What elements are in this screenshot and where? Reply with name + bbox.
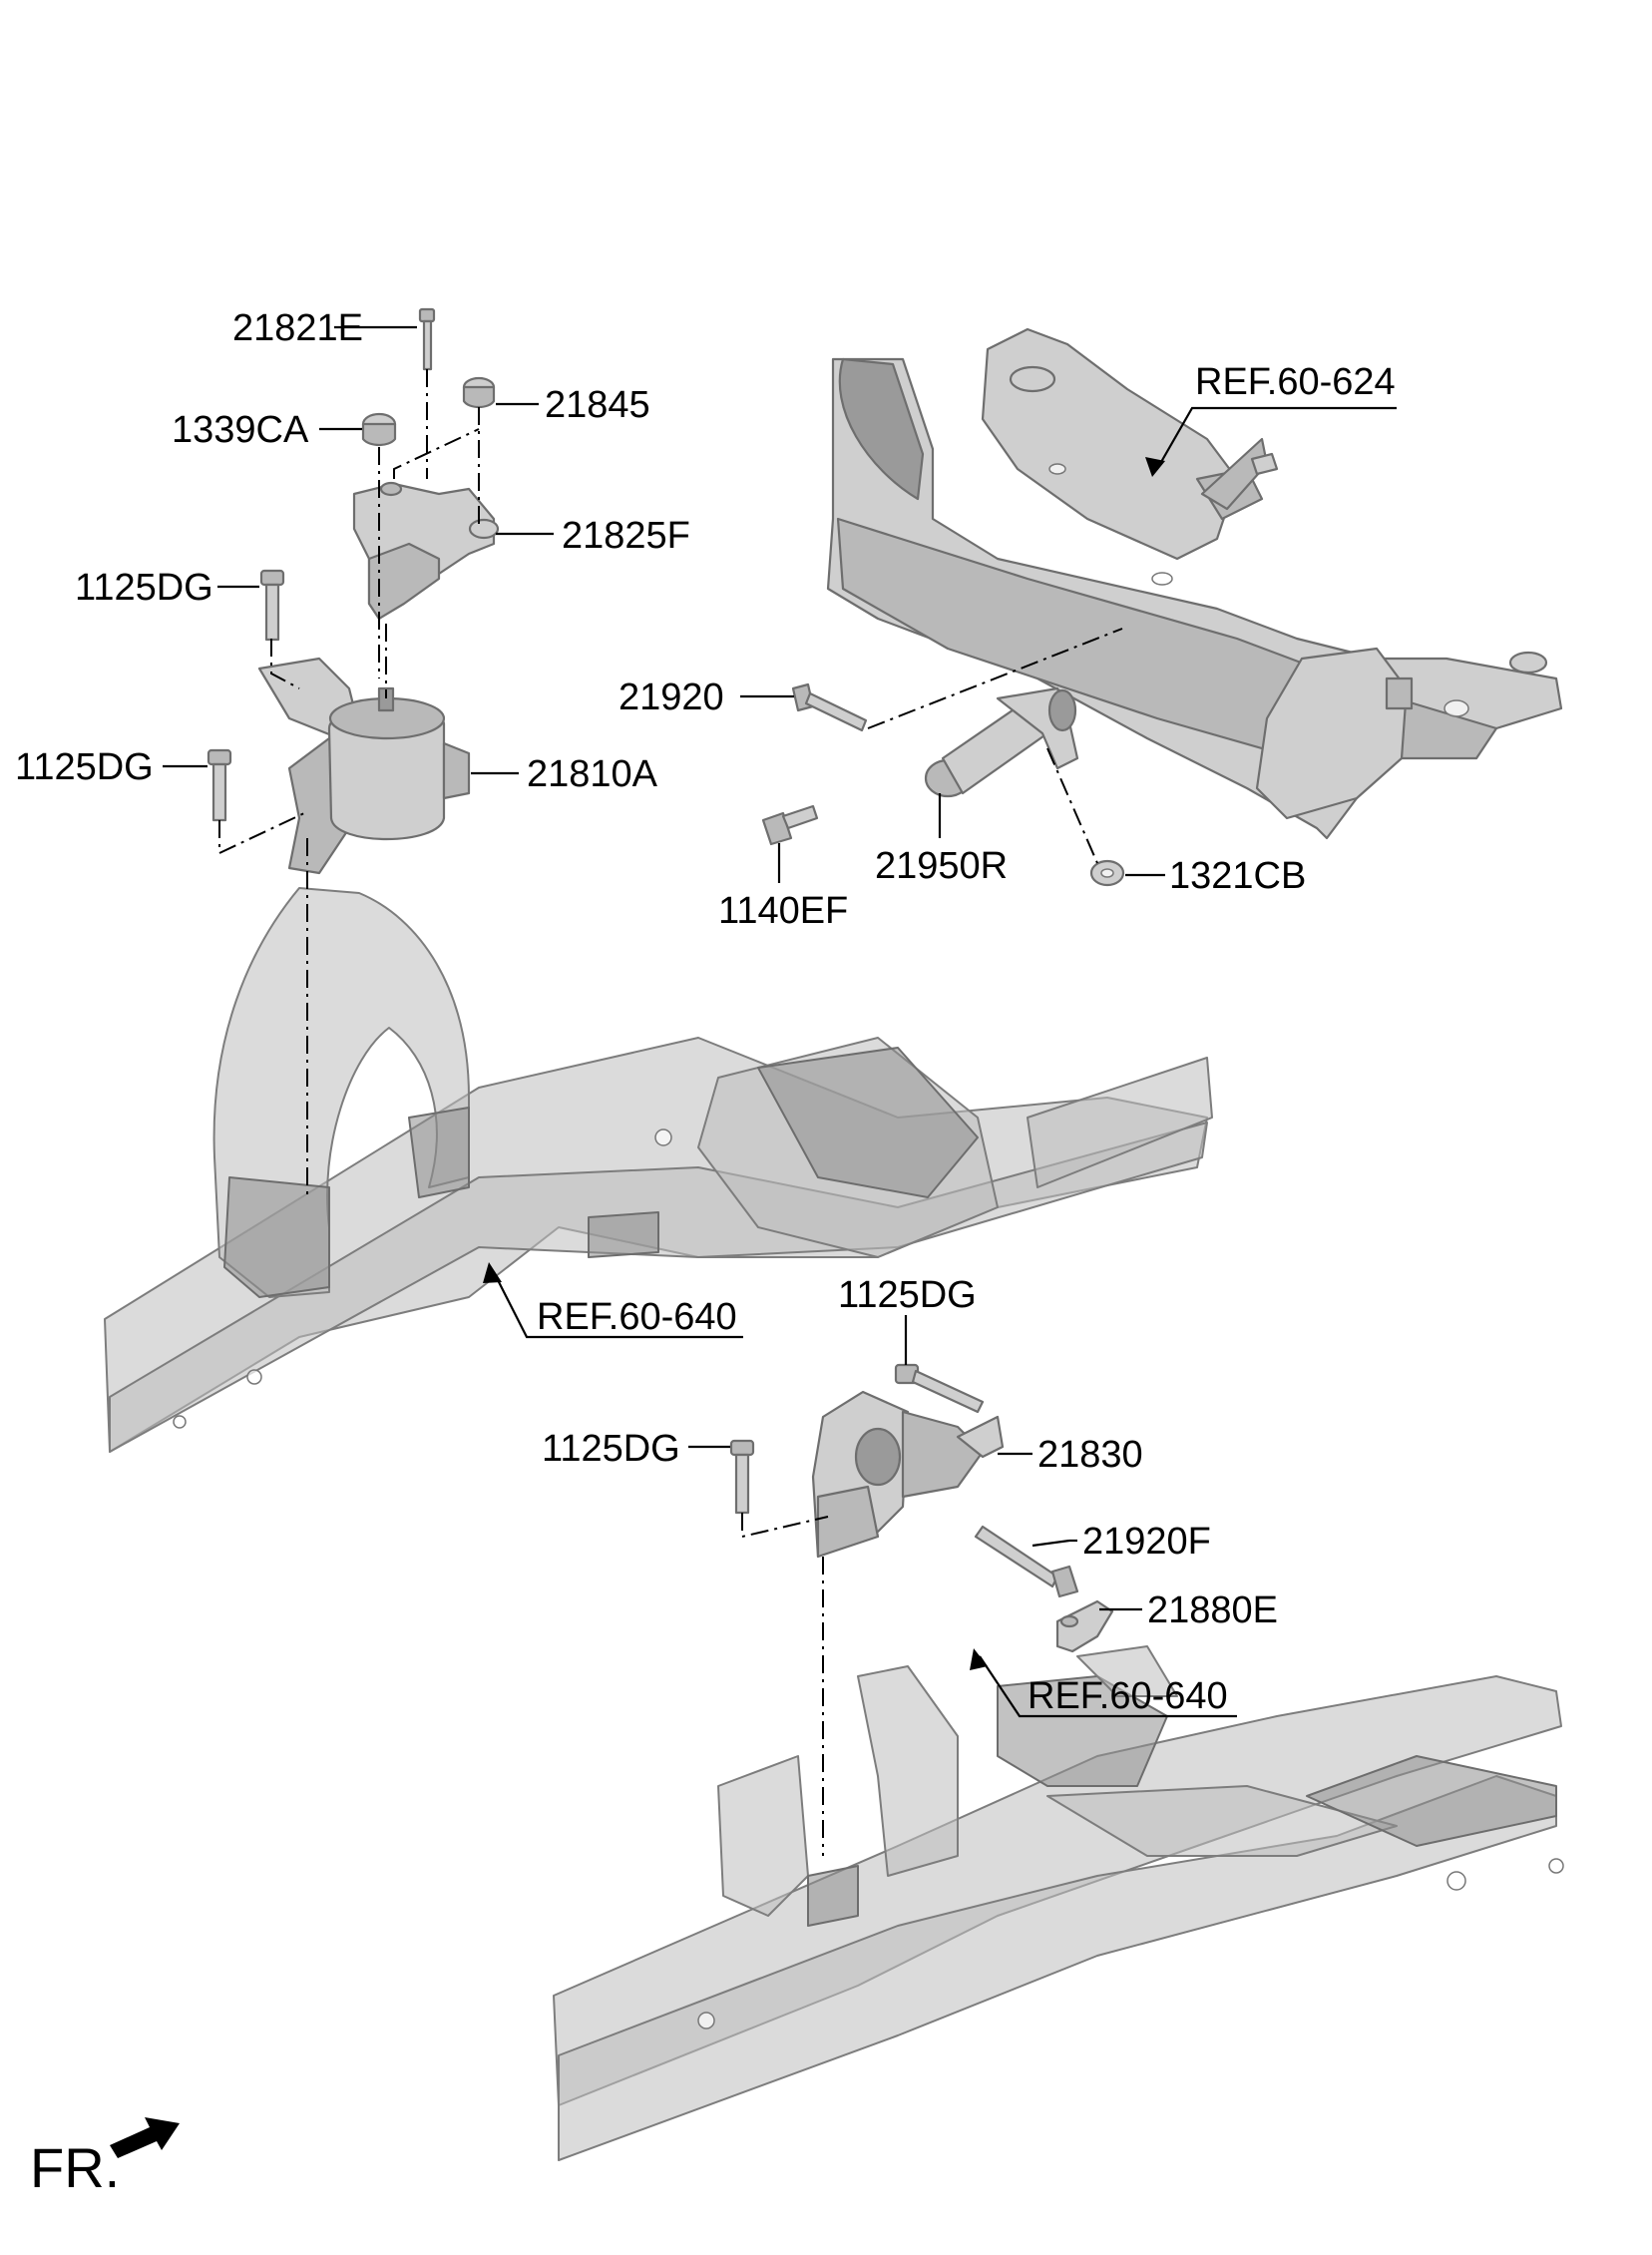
nut-1339CA — [361, 412, 397, 447]
label-21825F[interactable]: 21825F — [562, 515, 690, 557]
label-21950R[interactable]: 21950R — [875, 845, 1008, 887]
bolt-1125DG-lower-top — [894, 1363, 985, 1414]
roll-rod-21950R — [924, 686, 1079, 798]
stopper-21880E — [1055, 1599, 1114, 1653]
label-ref-60-640-lower[interactable]: REF.60-640 — [1028, 1675, 1228, 1717]
label-1125DG-upper[interactable]: 1125DG — [75, 567, 213, 609]
label-21845[interactable]: 21845 — [545, 384, 650, 426]
label-1339CA[interactable]: 1339CA — [172, 409, 309, 451]
bolt-21920F — [974, 1525, 1079, 1598]
front-side-member-left — [104, 887, 1213, 1453]
engine-mount-21810A — [257, 657, 471, 875]
label-1125DG-lower-top[interactable]: 1125DG — [838, 1274, 977, 1316]
assembly-alignment-lines — [218, 369, 1123, 1856]
label-21821E[interactable]: 21821E — [232, 307, 363, 349]
nut-21845 — [462, 376, 496, 409]
label-21920[interactable]: 21920 — [619, 676, 724, 718]
label-21830[interactable]: 21830 — [1037, 1434, 1143, 1476]
part-labels: 21821E 1339CA 21845 21825F 1125DG 21810A… — [15, 307, 1396, 1717]
front-direction-arrow-icon — [110, 2117, 180, 2158]
label-21920F[interactable]: 21920F — [1082, 1521, 1211, 1563]
bolt-1125DG-lower-left — [729, 1439, 755, 1515]
bolt-1140EF — [761, 804, 819, 846]
label-ref-60-624[interactable]: REF.60-624 — [1195, 361, 1396, 403]
front-orientation-marker: FR. — [30, 2117, 180, 2199]
bracket-21825F — [352, 481, 500, 621]
label-1125DG-lower-left[interactable]: 1125DG — [542, 1428, 680, 1470]
label-21880E[interactable]: 21880E — [1147, 1589, 1278, 1631]
bolt-1125DG-left — [206, 748, 232, 822]
transmission-mount-21830 — [811, 1390, 1005, 1559]
bolt-1125DG-upper — [259, 569, 285, 642]
front-side-member-right — [553, 1645, 1564, 2161]
leader-lines — [163, 325, 1397, 1718]
bolt-21821E — [418, 307, 436, 371]
label-21810A[interactable]: 21810A — [527, 753, 658, 795]
label-1321CB[interactable]: 1321CB — [1169, 855, 1306, 897]
label-1140EF[interactable]: 1140EF — [718, 890, 848, 932]
bolt-21920 — [791, 682, 868, 732]
nut-1321CB — [1089, 859, 1125, 887]
front-subframe — [826, 327, 1563, 840]
label-ref-60-640-upper[interactable]: REF.60-640 — [537, 1296, 737, 1338]
label-1125DG-left[interactable]: 1125DG — [15, 746, 154, 788]
fr-label: FR. — [30, 2136, 120, 2199]
